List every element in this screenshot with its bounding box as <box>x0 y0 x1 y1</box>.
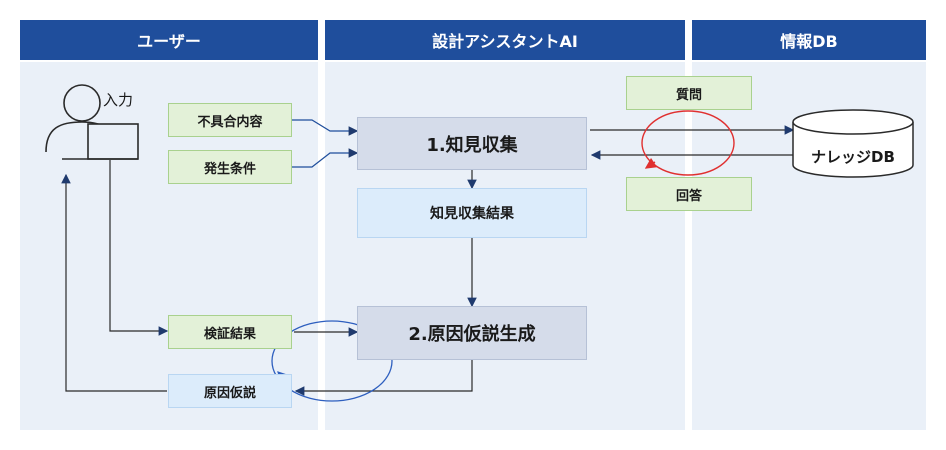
database-cylinder-icon <box>792 109 914 178</box>
cause-hypothesis-box: 原因仮説 <box>168 374 292 408</box>
user-icon <box>45 84 139 160</box>
user-input-label: 入力 <box>103 91 134 109</box>
verification-result-box: 検証結果 <box>168 315 292 349</box>
query-box: 質問 <box>626 76 752 110</box>
answer-box: 回答 <box>626 177 752 211</box>
occurrence-condition-box: 発生条件 <box>168 150 292 184</box>
defect-content-box: 不具合内容 <box>168 103 292 137</box>
lane-header-user: ユーザー <box>20 20 318 60</box>
knowledge-db-label: ナレッジDB <box>811 148 895 166</box>
step1-knowledge-collection: 1.知見収集 <box>357 117 587 170</box>
knowledge-collection-result: 知見収集結果 <box>357 188 587 238</box>
lane-header-ai: 設計アシスタントAI <box>325 20 685 60</box>
lane-header-db: 情報DB <box>692 20 926 60</box>
step2-hypothesis-generation: 2.原因仮説生成 <box>357 306 587 360</box>
